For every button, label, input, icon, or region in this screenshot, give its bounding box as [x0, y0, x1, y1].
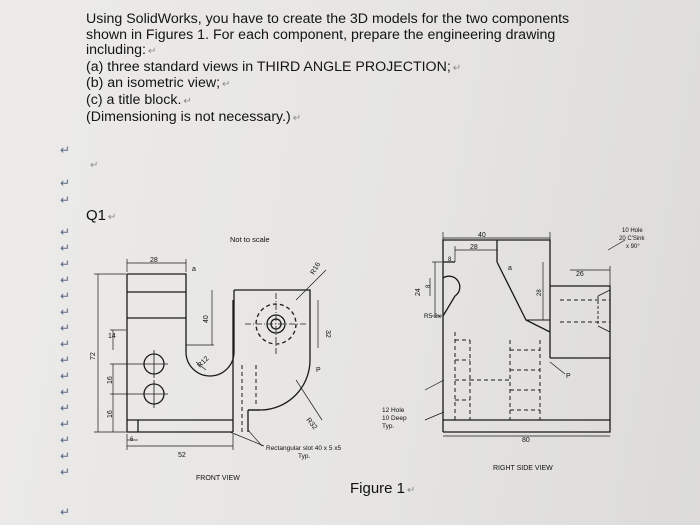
gutter-mark-icon: ↵: [60, 225, 71, 239]
gutter-mark-icon: ↵: [60, 241, 71, 255]
paragraph-mark-icon: ↵: [452, 62, 462, 74]
instruction-text-1: Using SolidWorks, you have to create the…: [86, 11, 570, 27]
dim-front-72: 72: [90, 352, 97, 360]
instruction-item-a: (a) three standard views in THIRD ANGLE …: [86, 58, 666, 77]
item-b-text: (b) an isometric view;: [86, 75, 221, 92]
note-text: (Dimensioning is not necessary.): [86, 108, 291, 125]
gutter-mark-icon: ↵: [60, 273, 71, 287]
paragraph-mark-icon: ↵: [222, 79, 231, 91]
dim-side-26: 26: [576, 271, 584, 278]
gutter-mark-icon: ↵: [60, 417, 71, 431]
gutter-mark-icon: ↵: [60, 465, 71, 479]
dim-front-r16: R16: [310, 261, 323, 276]
dim-side-28: 28: [470, 244, 478, 251]
csink-note-line2: 20 C'Sink: [619, 236, 645, 242]
dim-side-28-right: 28: [537, 289, 543, 296]
gutter-mark-icon: ↵: [60, 176, 71, 190]
dim-side-a: a: [508, 265, 512, 272]
dim-front-a: a: [192, 266, 196, 273]
paragraph-mark-icon: ↵: [407, 485, 416, 496]
gutter-mark-icon: ↵: [60, 353, 71, 367]
gutter-mark-icon: ↵: [60, 433, 71, 447]
gutter-mark-icon: ↵: [60, 143, 71, 157]
front-view-label: FRONT VIEW: [196, 475, 240, 482]
gutter-mark-icon: ↵: [60, 505, 71, 519]
gutter-mark-icon: ↵: [60, 369, 71, 383]
instructions-block: Using SolidWorks, you have to create the…: [86, 11, 666, 127]
gutter-mark-icon: ↵: [60, 449, 71, 463]
dim-front-16-lower: 16: [107, 410, 114, 418]
question-label: Q1↵: [86, 207, 116, 224]
csink-note-line3: x 90°: [626, 244, 640, 250]
dim-front-28: 28: [150, 257, 158, 264]
paragraph-mark-icon: ↵: [147, 46, 157, 58]
gutter-mark-icon: ↵: [60, 289, 71, 303]
gutter-mark-icon: ↵: [60, 193, 71, 207]
gutter-mark-icon: ↵: [60, 385, 71, 399]
hole-note-line1: 12 Hole: [382, 407, 405, 414]
not-to-scale-label: Not to scale: [230, 235, 270, 244]
dim-front-14: 14: [108, 333, 116, 340]
dim-front-40: 40: [203, 315, 210, 323]
figure-caption-text: Figure 1: [350, 480, 406, 497]
instruction-text-3: including:: [86, 42, 146, 59]
right-side-view-dimensions: [424, 232, 626, 437]
dim-front-r32: R32: [304, 417, 318, 431]
figure-caption: Figure 1↵: [350, 480, 415, 497]
dim-side-8-side: 8: [426, 284, 432, 288]
instruction-line-1: Using SolidWorks, you have to create the…: [86, 11, 666, 28]
item-a-text: (a) three standard views in THIRD ANGLE …: [86, 58, 451, 75]
front-view-dimensions: [94, 259, 327, 450]
dim-side-r5: R5 2x: [424, 313, 442, 320]
instruction-line-2: shown in Figures 1. For each component, …: [86, 26, 666, 44]
csink-note-line1: 10 Hole: [622, 228, 643, 234]
item-c-text: (c) a title block.: [86, 91, 182, 108]
instruction-text-2: shown in Figures 1. For each component, …: [86, 26, 556, 43]
slot-note-line2: Typ.: [298, 453, 310, 460]
dim-front-p: P: [316, 367, 321, 374]
instruction-item-b: (b) an isometric view;↵: [86, 76, 666, 93]
gutter-mark-icon: ↵: [60, 401, 71, 415]
dim-side-24: 24: [415, 288, 422, 296]
dim-front-16-upper: 16: [107, 376, 114, 384]
instruction-item-c: (c) a title block.↵: [86, 91, 666, 110]
instruction-note: (Dimensioning is not necessary.)↵: [86, 108, 666, 127]
hole-note-line3: Typ.: [382, 423, 394, 430]
right-side-view-label: RIGHT SIDE VIEW: [493, 465, 553, 472]
instruction-line-3: including:↵: [86, 42, 666, 60]
dim-side-40: 40: [478, 232, 486, 239]
right-side-view-outline: [442, 239, 611, 433]
dim-front-r12: R12: [196, 355, 210, 369]
gutter-mark-icon: ↵: [60, 321, 71, 335]
paragraph-mark-icon: ↵: [183, 95, 192, 107]
gutter-mark-icon: ↵: [60, 257, 71, 271]
hole-note-line2: 10 Deep: [382, 415, 407, 422]
dim-side-80: 80: [522, 437, 530, 444]
drawing-labels: Not to scale FRONT VIEW RIGHT SIDE VIEW …: [90, 228, 645, 482]
question-label-text: Q1: [86, 207, 107, 224]
gutter-mark-icon: ↵: [60, 305, 71, 319]
dim-front-52: 52: [178, 452, 186, 459]
front-view-outline: [126, 273, 311, 433]
dim-front-32: 32: [324, 330, 331, 338]
gutter-mark-icon: ↵: [60, 337, 71, 351]
dim-front-6: 6: [130, 437, 134, 443]
paragraph-mark-icon: ↵: [292, 112, 302, 124]
paragraph-mark-icon: ↵: [90, 160, 99, 171]
dim-side-8-top: 8: [448, 257, 452, 263]
dim-side-p: P: [566, 373, 571, 380]
slot-note-line1: Rectangular slot 40 x 5 x5: [266, 445, 342, 452]
paragraph-mark-icon: ↵: [108, 212, 117, 223]
